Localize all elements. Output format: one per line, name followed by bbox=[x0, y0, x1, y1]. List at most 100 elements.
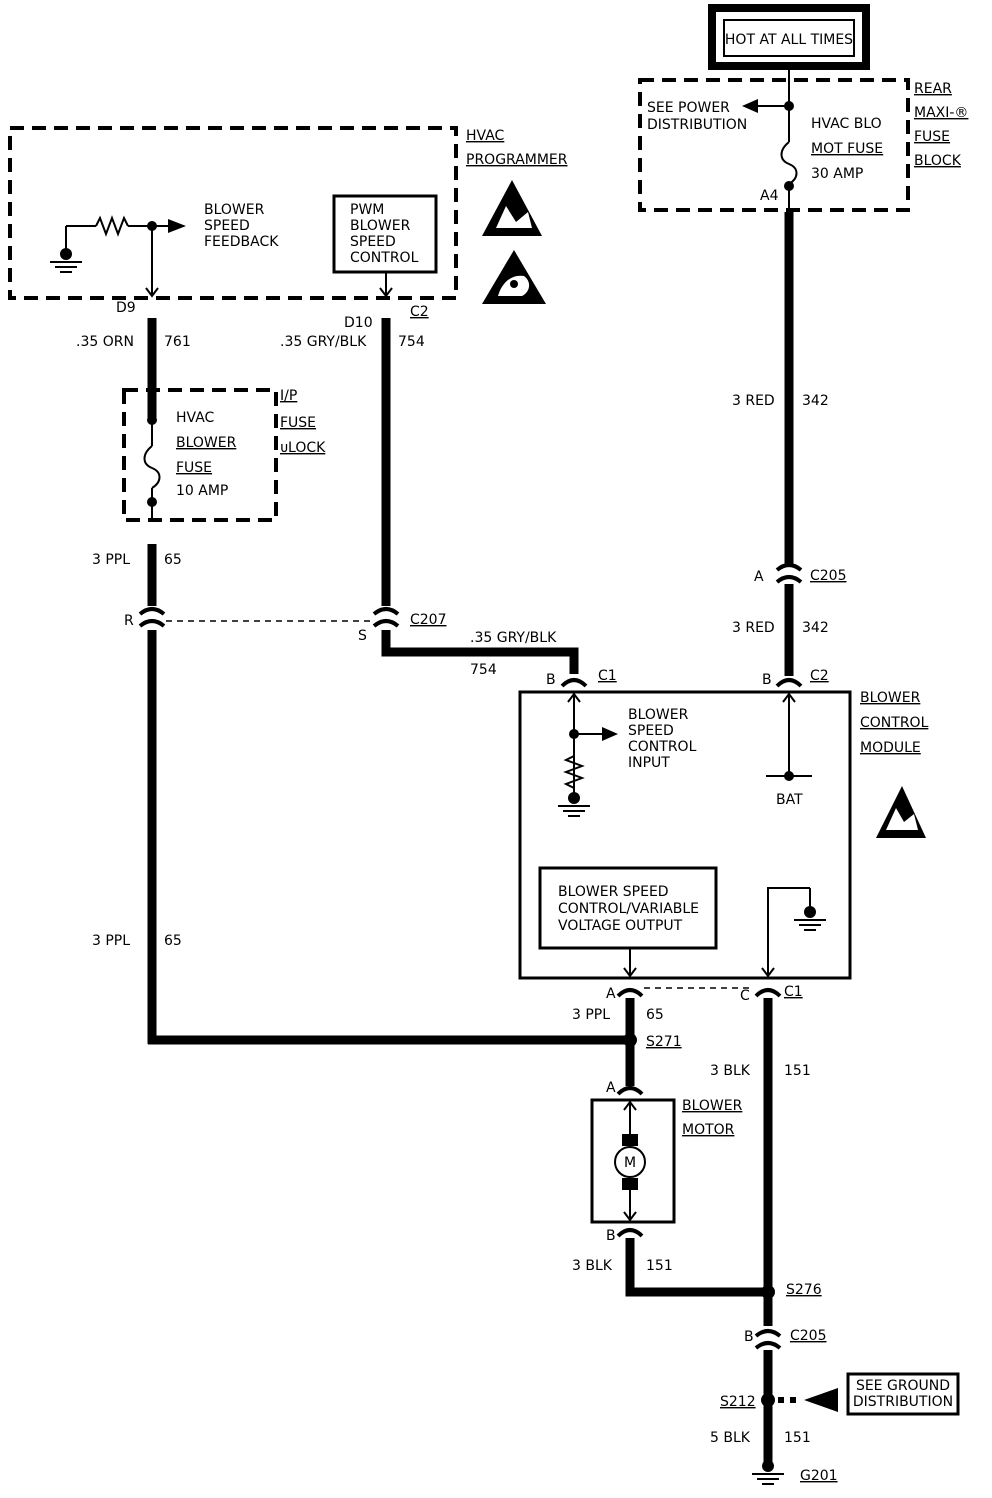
input-arrow-icon bbox=[602, 727, 618, 741]
ip-fuse-block-name-2: FUSE bbox=[280, 415, 316, 431]
bcm-bat-label: BAT bbox=[776, 792, 803, 808]
c1-bottom-pin-a: A bbox=[606, 986, 616, 1002]
hvac-blo-mot-fuse-line-3: 30 AMP bbox=[811, 166, 863, 182]
connector-c205-bottom: B C205 bbox=[744, 1328, 827, 1350]
see-ground-distribution-box bbox=[846, 1372, 960, 1416]
feedback-resistor-icon bbox=[95, 215, 129, 237]
bcm-output-line-2: CONTROL/VARIABLE bbox=[558, 901, 699, 917]
g201-label: G201 bbox=[800, 1468, 838, 1484]
bcm-input-line-4: INPUT bbox=[628, 755, 670, 771]
hvac-blower-fuse-line-1: HVAC bbox=[176, 410, 215, 426]
rear-fuse-block-name-1: REAR bbox=[914, 81, 952, 97]
esd-warning-icon-3 bbox=[876, 786, 926, 838]
wire-342b-circuit: 342 bbox=[802, 620, 829, 636]
c207-pin-r: R bbox=[124, 613, 134, 629]
blower-motor-name-2: MOTOR bbox=[682, 1122, 735, 1138]
wire-151b-gauge: 3 BLK bbox=[572, 1258, 613, 1274]
hot-at-all-times-label: HOT AT ALL TIMES bbox=[725, 32, 853, 48]
blower-motor-name-1: BLOWER bbox=[682, 1098, 743, 1114]
wire-754-lower bbox=[381, 630, 579, 674]
bcm-input-line-1: BLOWER bbox=[628, 707, 689, 723]
hvac-blower-fuse-line-4: 10 AMP bbox=[176, 483, 228, 499]
hvac-programmer: HVAC PROGRAMMER BLOWER SPEED FEEDBACK PW… bbox=[8, 126, 568, 331]
connector-c1-bottom: A C C1 bbox=[606, 984, 803, 1004]
splice-s276 bbox=[761, 1285, 775, 1299]
bcm-name-3: MODULE bbox=[860, 740, 921, 756]
c205-bottom-label: C205 bbox=[790, 1328, 827, 1344]
pin-d9: D9 bbox=[116, 300, 136, 316]
blower-motor: A BLOWER MOTOR M B bbox=[590, 1080, 743, 1244]
hvac-programmer-name-2: PROGRAMMER bbox=[466, 152, 568, 168]
rear-fuse-block-name-4: BLOCK bbox=[914, 153, 962, 169]
pwm-line-1: PWM bbox=[350, 202, 384, 218]
bcm-output-line-1: BLOWER SPEED bbox=[558, 884, 669, 900]
c2-pin: B bbox=[762, 672, 772, 688]
hvac-blower-fuse-line-2: BLOWER bbox=[176, 435, 237, 451]
c1-top-label: C1 bbox=[598, 668, 617, 684]
c1-bottom-pin-c: C bbox=[740, 988, 750, 1004]
ip-fuse-block-name-3: ᴜLOCK bbox=[280, 440, 326, 456]
see-power-distribution-line-1: SEE POWER bbox=[647, 100, 730, 116]
hvac-blo-mot-fuse-line-1: HVAC BLO bbox=[811, 116, 882, 132]
c207-pin-s: S bbox=[358, 628, 367, 644]
feedback-arrow-icon bbox=[168, 219, 186, 233]
bcm-output-line-3: VOLTAGE OUTPUT bbox=[558, 918, 683, 934]
bcm-name-1: BLOWER bbox=[860, 690, 921, 706]
fuse-10a-symbol bbox=[143, 415, 161, 522]
wire-65c-gauge: 3 PPL bbox=[572, 1007, 610, 1023]
motor-icon bbox=[614, 1146, 646, 1178]
bcm-name-2: CONTROL bbox=[860, 715, 929, 731]
ip-fuse-block: I/P FUSE ᴜLOCK HVAC BLOWER FUSE 10 AMP bbox=[122, 388, 326, 522]
see-power-distribution-line-2: DISTRIBUTION bbox=[647, 117, 747, 133]
rear-maxi-fuse-block: REAR MAXI-® FUSE BLOCK SEE POWER DISTRIB… bbox=[638, 78, 968, 212]
blower-speed-feedback-circuit bbox=[50, 215, 393, 298]
wire-754b-gauge: .35 GRY/BLK bbox=[470, 630, 557, 646]
wire-342-circuit: 342 bbox=[802, 393, 829, 409]
wire-151a-circuit: 151 bbox=[784, 1063, 811, 1079]
wire-151a-gauge: 3 BLK bbox=[710, 1063, 751, 1079]
c1-bottom-label: C1 bbox=[784, 984, 803, 1000]
c207-label: C207 bbox=[410, 612, 447, 628]
splice-s212 bbox=[761, 1393, 775, 1407]
power-distribution-arrow bbox=[742, 99, 758, 113]
hvac-blo-mot-fuse-line-2: MOT FUSE bbox=[811, 141, 883, 157]
wire-754b-circuit: 754 bbox=[470, 662, 497, 678]
hot-at-all-times-box: HOT AT ALL TIMES bbox=[708, 4, 870, 70]
bcm-input-line-2: SPEED bbox=[628, 723, 674, 739]
wire-342b-gauge: 3 RED bbox=[732, 620, 775, 636]
hvac-blower-fuse-line-3: FUSE bbox=[176, 460, 212, 476]
ground-g201: G201 bbox=[752, 1460, 838, 1485]
motor-pin-a: A bbox=[606, 1080, 616, 1096]
c205-top-pin: A bbox=[754, 569, 764, 585]
wire-65a-circuit: 65 bbox=[164, 552, 182, 568]
connector-c205-top: A C205 bbox=[754, 563, 847, 585]
ip-fuse-block-name-1: I/P bbox=[280, 388, 297, 404]
s271-label: S271 bbox=[646, 1034, 682, 1050]
bcm-input-line-3: CONTROL bbox=[628, 739, 697, 755]
wire-151c-circuit: 151 bbox=[784, 1430, 811, 1446]
wire-342-gauge: 3 RED bbox=[732, 393, 775, 409]
input-resistor-icon bbox=[563, 755, 585, 789]
esd-sensitive-icon-2 bbox=[482, 250, 546, 304]
connector-c207: R S C207 bbox=[124, 607, 447, 644]
hvac-programmer-name-1: HVAC bbox=[466, 128, 505, 144]
wire-761-circuit: 761 bbox=[164, 334, 191, 350]
see-ground-line-2: DISTRIBUTION bbox=[853, 1394, 953, 1410]
pwm-line-2: BLOWER bbox=[350, 218, 411, 234]
c205-top-label: C205 bbox=[810, 568, 847, 584]
wire-65c-circuit: 65 bbox=[646, 1007, 664, 1023]
wire-754-circuit: 754 bbox=[398, 334, 425, 350]
pin-d10: D10 bbox=[344, 315, 373, 331]
ground-distribution-arrow bbox=[804, 1388, 838, 1412]
c2-label: C2 bbox=[810, 668, 829, 684]
rear-fuse-block-name-3: FUSE bbox=[914, 129, 950, 145]
fuse-30a-symbol bbox=[742, 66, 798, 212]
wire-65b-circuit: 65 bbox=[164, 933, 182, 949]
blower-control-module: BLOWER CONTROL MODULE B C1 B C2 BLOWER S… bbox=[518, 668, 929, 980]
rear-fuse-block-name-2: MAXI-® bbox=[914, 105, 968, 121]
wire-151-motor bbox=[625, 1238, 772, 1297]
motor-pin-b: B bbox=[606, 1228, 616, 1244]
s276-label: S276 bbox=[786, 1282, 822, 1298]
wire-65a-gauge: 3 PPL bbox=[92, 552, 130, 568]
